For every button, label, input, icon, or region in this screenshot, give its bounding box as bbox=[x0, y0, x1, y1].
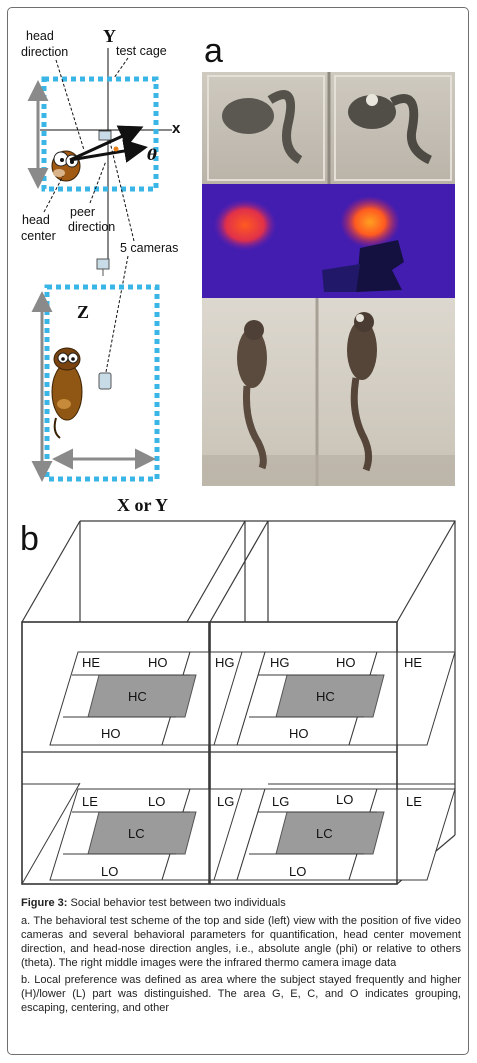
zone-label-upper-left-other-bottom: HO bbox=[101, 726, 121, 741]
zone-label-upper-right-center: HC bbox=[316, 689, 335, 704]
label-head-direction-2: direction bbox=[21, 45, 68, 59]
theta-label: θ bbox=[147, 146, 157, 164]
zone-label-lower-left-other-bottom: LO bbox=[101, 864, 118, 879]
zone-label-upper-middle-right: HG bbox=[270, 655, 290, 670]
zone-label-lower-middle-right: LG bbox=[272, 794, 289, 809]
panel-b-letter: b bbox=[20, 520, 39, 558]
zone-label-upper-left-edge: HE bbox=[82, 655, 100, 670]
figure-title: Social behavior test between two individ… bbox=[67, 897, 286, 909]
side-camera-top-icon bbox=[96, 258, 110, 270]
zone-label-upper-left-other-top: HO bbox=[148, 655, 168, 670]
label-test-cage: test cage bbox=[116, 44, 167, 58]
axis-z-label: Z bbox=[77, 302, 89, 322]
zone-label-lower-right-other-bottom: LO bbox=[289, 864, 306, 879]
label-peer-direction-2: direction bbox=[68, 220, 115, 234]
top-view-photo bbox=[202, 72, 455, 184]
caption-paragraph-b: b. Local preference was defined as area … bbox=[21, 974, 461, 1014]
figure-caption: Figure 3: Social behavior test between t… bbox=[21, 896, 461, 1018]
zone-label-upper-middle-left: HG bbox=[215, 655, 235, 670]
zone-diagram bbox=[21, 520, 456, 885]
top-camera-icon bbox=[98, 130, 112, 141]
label-head-center-2: center bbox=[21, 229, 56, 243]
label-head-center-1: head bbox=[22, 213, 50, 227]
axis-y-label: Y bbox=[103, 26, 116, 46]
top-view-diagram: Y x θ head direction test cage head cent… bbox=[21, 26, 181, 373]
zone-label-upper-right-other-top: HO bbox=[336, 655, 356, 670]
label-head-direction-1: head bbox=[26, 29, 54, 43]
caption-title-line: Figure 3: Social behavior test between t… bbox=[21, 896, 461, 910]
animal-side-icon bbox=[51, 347, 83, 439]
zone-label-lower-middle-left: LG bbox=[217, 794, 234, 809]
zone-label-upper-right-other-bottom: HO bbox=[289, 726, 309, 741]
zone-label-upper-right-edge: HE bbox=[404, 655, 422, 670]
figure-label: Figure 3: bbox=[21, 897, 68, 909]
side-view-photo bbox=[202, 298, 455, 486]
caption-paragraph-a: a. The behavioral test scheme of the top… bbox=[21, 915, 461, 969]
thermo-camera-image bbox=[202, 184, 455, 298]
animal-top-icon bbox=[51, 150, 81, 182]
zone-label-lower-left-other-top: LO bbox=[148, 794, 165, 809]
side-camera-center-icon bbox=[98, 372, 112, 390]
axis-x-label: x bbox=[172, 120, 181, 137]
head-direction-arrow bbox=[69, 125, 144, 162]
axis-xy-label: X or Y bbox=[117, 495, 168, 515]
zone-label-lower-right-center: LC bbox=[316, 826, 333, 841]
zone-label-upper-left-center: HC bbox=[128, 689, 147, 704]
label-cameras: 5 cameras bbox=[120, 241, 178, 255]
side-view-diagram: Z X or Y bbox=[31, 258, 168, 515]
peer-direction-arrow bbox=[69, 139, 148, 163]
zone-label-lower-right-edge: LE bbox=[406, 794, 422, 809]
panel-a-letter: a bbox=[204, 32, 223, 70]
label-peer-direction-1: peer bbox=[70, 205, 95, 219]
zone-label-lower-right-other-top: LO bbox=[336, 792, 353, 807]
zone-label-lower-left-center: LC bbox=[128, 826, 145, 841]
zone-label-lower-left-edge: LE bbox=[82, 794, 98, 809]
